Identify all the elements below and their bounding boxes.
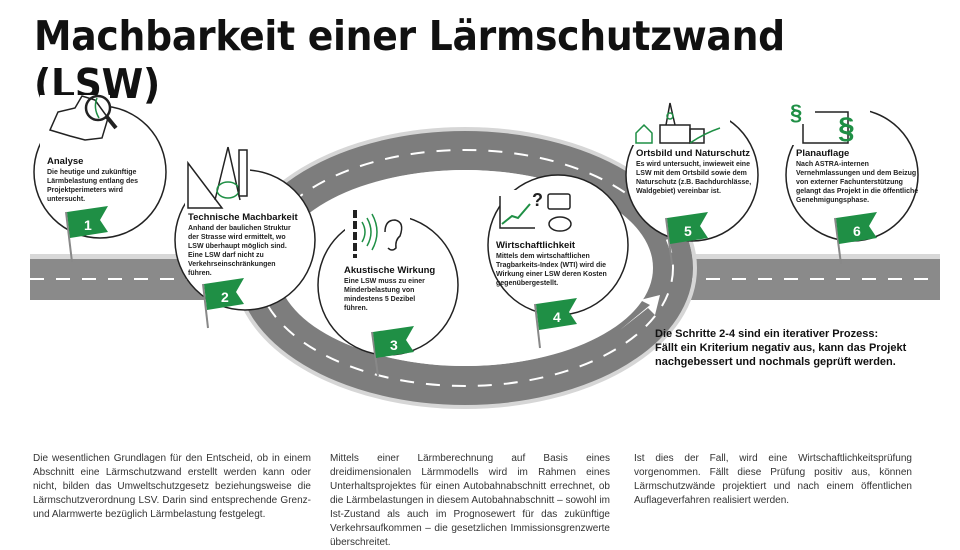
village-church-icon <box>635 102 721 144</box>
svg-text:?: ? <box>532 190 543 210</box>
step-description: Es wird untersucht, inwieweit eine LSW m… <box>636 161 752 195</box>
note-line: nachgebessert und nochmals geprüft werde… <box>655 356 896 368</box>
flag-2: 2 <box>202 278 244 329</box>
step-title: Technische Machbarkeit <box>188 212 298 223</box>
flag-4: 4 <box>534 298 577 349</box>
drafting-tools-icon <box>187 146 248 209</box>
step-5-ortsbild-naturschutz: Ortsbild und Naturschutz Es wird untersuc… <box>636 148 762 196</box>
switzerland-magnifier-icon <box>48 94 118 141</box>
svg-text:§: § <box>790 100 802 125</box>
text-column-1: Die wesentlichen Grundlagen für den Ents… <box>33 453 311 520</box>
paragraph-document-icon: § § <box>790 100 855 145</box>
text-column-2: Mittels einer Lärmberechnung auf Basis e… <box>330 453 610 548</box>
flag-1: 1 <box>65 206 108 263</box>
note-line: Fällt ein Kriterium negativ aus, kann da… <box>655 342 907 354</box>
flag-3: 3 <box>371 326 414 377</box>
step-title: Wirtschaftlichkeit <box>496 240 576 251</box>
iterative-process-note: Die Schritte 2-4 sind ein iterativer Pro… <box>655 327 955 369</box>
step-title: Planauflage <box>796 148 850 159</box>
step-description: Die heutige und zukünftige Lärmbelastung… <box>47 169 139 203</box>
chart-wallet-piggybank-icon: ? <box>499 190 572 232</box>
flag-4-number: 4 <box>553 309 561 325</box>
iteration-arrow-icon <box>620 295 660 330</box>
note-line: Die Schritte 2-4 sind ein iterativer Pro… <box>655 328 879 340</box>
flag-5-number: 5 <box>684 223 692 239</box>
svg-text:§: § <box>838 112 855 145</box>
step-description: Mittels dem wirtschaftlichen Tragbarkeit… <box>496 253 607 287</box>
step-title: Akustische Wirkung <box>344 265 436 276</box>
flag-2-number: 2 <box>221 289 229 305</box>
page-title: Machbarkeit einer Lärmschutzwand (LSW) <box>34 12 785 108</box>
flag-5: 5 <box>665 212 708 265</box>
step-title: Analyse <box>47 156 84 167</box>
flag-3-number: 3 <box>390 337 398 353</box>
flag-6: 6 <box>834 212 877 265</box>
step-description: Nach ASTRA-internen Vernehmlassungen und… <box>796 161 919 204</box>
step-description: Eine LSW muss zu einer Minderbelastung v… <box>344 278 425 312</box>
step-title: Ortsbild und Naturschutz <box>636 148 750 159</box>
flag-1-number: 1 <box>84 217 92 233</box>
text-column-3: Ist dies der Fall, wird eine Wirtschaftl… <box>634 453 912 506</box>
ear-soundwave-icon <box>353 210 403 258</box>
flag-6-number: 6 <box>853 223 861 239</box>
step-description: Anhand der baulichen Struktur der Strass… <box>188 225 291 277</box>
